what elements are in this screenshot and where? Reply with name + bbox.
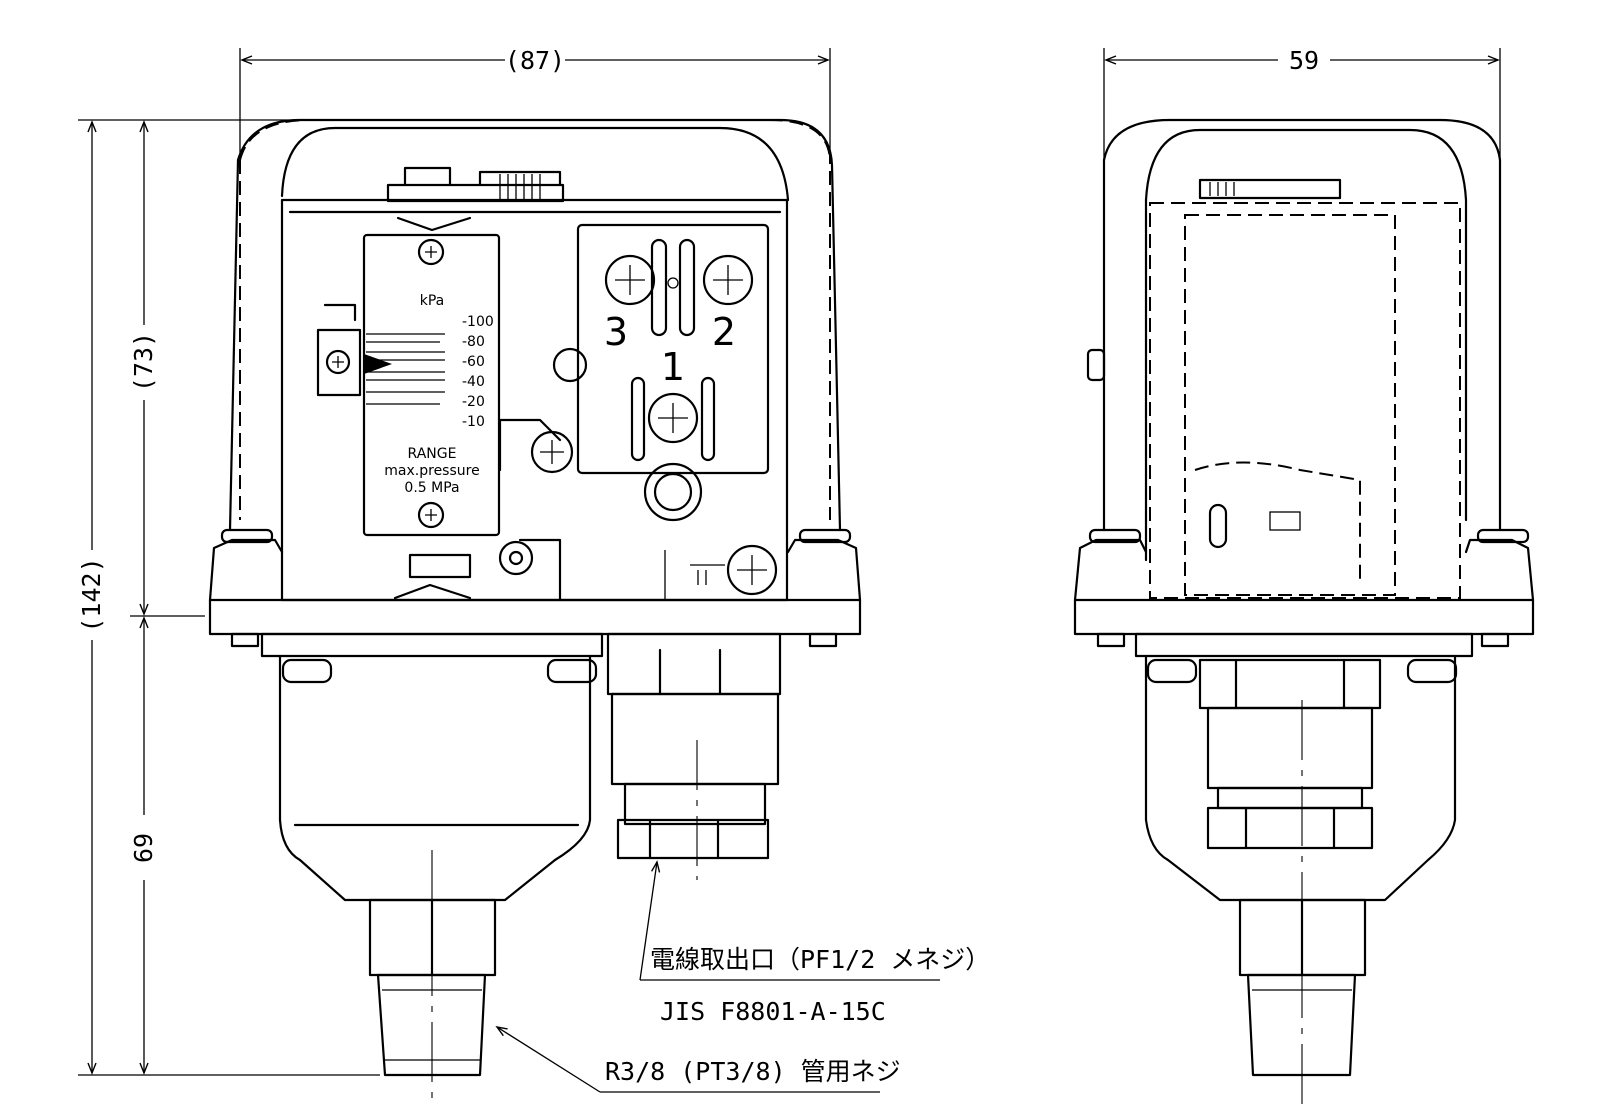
dial-scale-20: -20	[462, 394, 485, 410]
dial-unit: kPa	[420, 293, 445, 309]
dimension-height-lower: 69	[129, 616, 158, 1075]
cable-outlet-label: 電線取出口（PF1/2 メネジ）	[650, 945, 990, 974]
side-view	[1073, 118, 1535, 1108]
dial-scale-100: -100	[462, 314, 494, 330]
adjust-knob	[386, 183, 565, 203]
pipe-thread-label: R3/8 (PT3/8) 管用ネジ	[605, 1057, 901, 1086]
side-cover	[1102, 118, 1502, 532]
callout-cable-outlet: 電線取出口（PF1/2 メネジ） JIS F8801-A-15C	[639, 860, 990, 1026]
dimension-width-front: (87)	[239, 46, 831, 160]
dimension-height-upper: (73)	[129, 120, 205, 617]
pressure-chamber	[278, 654, 592, 902]
dial-range-label: RANGE	[408, 446, 457, 462]
terminal-1: 1	[661, 345, 685, 389]
dial-scale-40: -40	[462, 374, 485, 390]
dial-max-pressure-label: max.pressure	[384, 463, 479, 479]
dial-scale-60: -60	[462, 354, 485, 370]
terminal-3: 3	[604, 310, 628, 354]
side-flange	[1073, 598, 1535, 636]
callout-pipe-thread: R3/8 (PT3/8) 管用ネジ	[495, 1025, 901, 1093]
front-view: kPa -100 -80 -60 -40 -20 -10 RANGE max.p…	[208, 118, 862, 1108]
cable-gland-nut	[616, 818, 770, 860]
pipe-thread	[376, 973, 487, 1077]
dial-pointer	[364, 354, 392, 374]
dimension-label-69: 69	[129, 833, 158, 863]
dial-max-pressure-value: 0.5 MPa	[404, 480, 459, 496]
dimension-label-59: 59	[1289, 46, 1319, 75]
dimension-label-142: (142)	[77, 557, 106, 632]
dimension-label-87: (87)	[505, 46, 565, 75]
dial-scale-10: -10	[462, 414, 485, 430]
dial-plate	[362, 233, 501, 537]
cable-standard-label: JIS F8801-A-15C	[660, 997, 886, 1026]
dimension-width-side: 59	[1103, 46, 1501, 160]
terminal-2: 2	[712, 310, 736, 354]
dimension-height-total: (142)	[77, 119, 380, 1076]
cable-gland-body	[606, 632, 782, 696]
mounting-flange	[208, 598, 862, 636]
cover-outline	[239, 119, 831, 520]
dial-scale-80: -80	[462, 334, 485, 350]
dimension-label-73: (73)	[129, 332, 158, 392]
cover-body	[228, 118, 842, 532]
